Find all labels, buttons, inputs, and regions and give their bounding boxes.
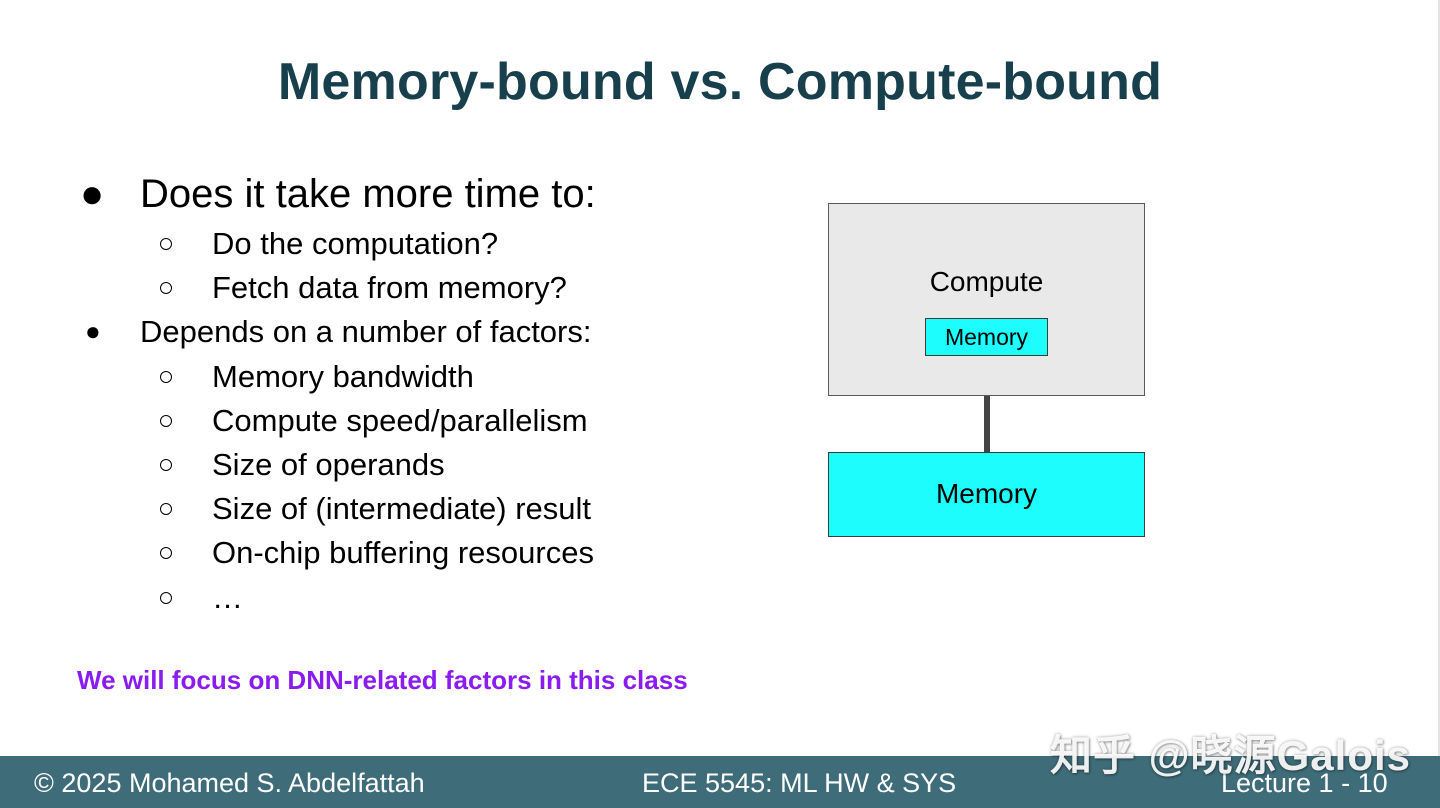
sub-bullet-text: Size of (intermediate) result xyxy=(212,491,592,526)
footer-course: ECE 5545: ML HW & SYS xyxy=(642,768,957,798)
bullet-dot-icon: ● xyxy=(85,316,101,346)
sub-bullet-text: … xyxy=(212,580,243,615)
bullet-dot-icon: ● xyxy=(80,172,105,216)
sub-bullet-text: Memory bandwidth xyxy=(212,359,474,394)
slide-footer: © 2025 Mohamed S. Abdelfattah ECE 5545: … xyxy=(0,756,1440,808)
hollow-circle-icon xyxy=(160,503,172,515)
hollow-circle-icon xyxy=(160,282,172,294)
hollow-circle-icon xyxy=(160,547,172,559)
bullet-text: Does it take more time to: xyxy=(140,172,596,216)
offchip-memory-block: Memory xyxy=(828,452,1145,537)
hollow-circle-icon xyxy=(160,415,172,427)
sub-bullet-text: Fetch data from memory? xyxy=(212,270,567,305)
sub-bullet-text: On-chip buffering resources xyxy=(212,535,594,570)
sub-bullet-text: Size of operands xyxy=(212,447,445,482)
slide-edge-divider xyxy=(1438,0,1440,756)
footer-copyright: © 2025 Mohamed S. Abdelfattah xyxy=(34,768,425,798)
onchip-memory-block: Memory xyxy=(925,318,1048,356)
slide-title: Memory-bound vs. Compute-bound xyxy=(277,53,1163,111)
memory-connector xyxy=(984,396,990,453)
footer-lecture-number: Lecture 1 - 10 xyxy=(1221,768,1388,798)
watermark: 知乎 @晓源Galois xyxy=(1050,732,1412,779)
hollow-circle-icon xyxy=(160,238,172,250)
focus-note: We will focus on DNN-related factors in … xyxy=(77,665,688,695)
sub-bullet-text: Do the computation? xyxy=(212,226,499,261)
hollow-circle-icon xyxy=(160,592,172,604)
sub-bullet-text: Compute speed/parallelism xyxy=(212,403,588,438)
compute-label: Compute xyxy=(929,266,1044,297)
compute-block xyxy=(828,203,1145,396)
bullet-text: Depends on a number of factors: xyxy=(140,314,592,349)
hollow-circle-icon xyxy=(160,459,172,471)
hollow-circle-icon xyxy=(160,371,172,383)
